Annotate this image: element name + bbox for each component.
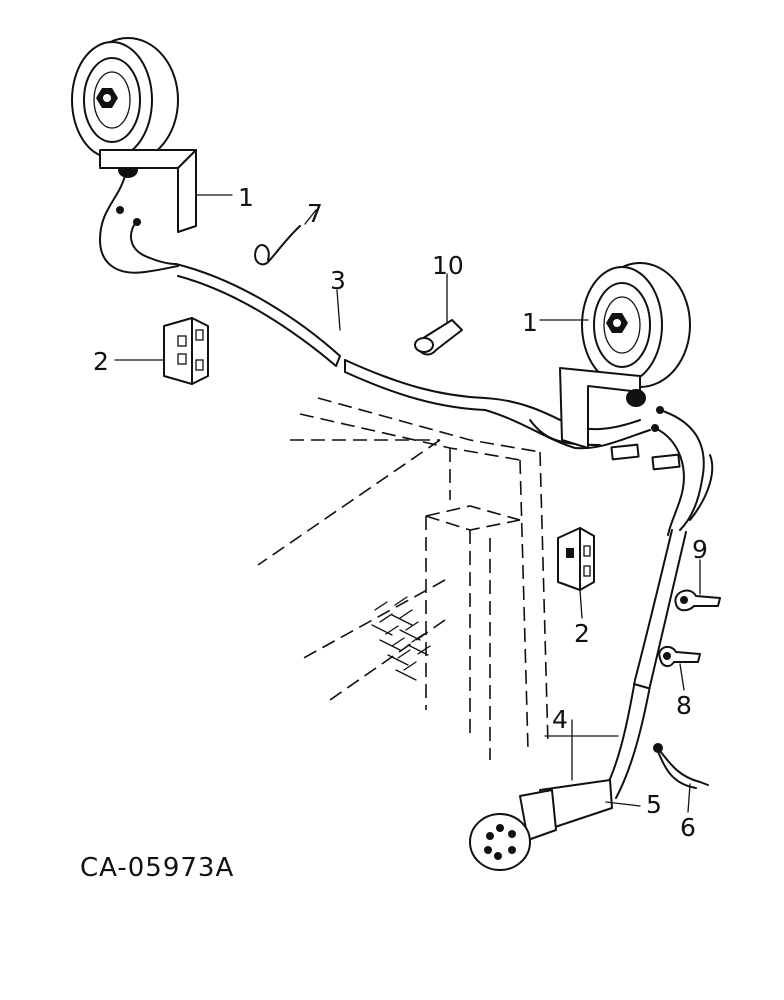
lamp-left-leads [99,175,179,274]
strap [653,743,709,789]
clamp [414,319,463,356]
lamp-left [71,37,179,178]
callout-connector-left: 2 [93,347,109,376]
callout-clip-small: 8 [676,691,692,720]
callout-socket: 5 [646,790,662,819]
lamp-right-bracket [559,367,646,449]
callout-clip-large: 9 [692,535,708,564]
ground-wire [254,225,301,266]
connector-right [557,527,595,591]
callouts: 1 7 3 10 2 1 2 9 8 4 5 6 [93,183,708,842]
lamp-right [581,262,691,388]
callout-harness-rear: 4 [552,705,568,734]
connector-left [163,317,209,385]
wire-terminals [610,443,681,471]
leader-lines [114,194,701,813]
harness-rear [604,529,687,799]
callout-connector-right: 2 [574,619,590,648]
lamp-right-leads [651,406,714,536]
callout-clamp: 10 [432,251,464,280]
callout-lamp-right: 1 [522,308,538,337]
callout-strap: 6 [680,813,696,842]
figure-id-label: CA-05973A [80,853,234,883]
trailer-socket [469,779,613,871]
fender-outline [257,397,549,760]
cross-hatch [371,596,431,681]
callout-harness-front: 3 [330,266,346,295]
harness-front [175,263,651,450]
callout-ground-wire: 7 [307,199,323,228]
lamp-left-bracket [99,149,197,233]
clip-large [674,589,721,612]
callout-lamp-left: 1 [238,183,254,212]
clip-small [658,645,701,668]
